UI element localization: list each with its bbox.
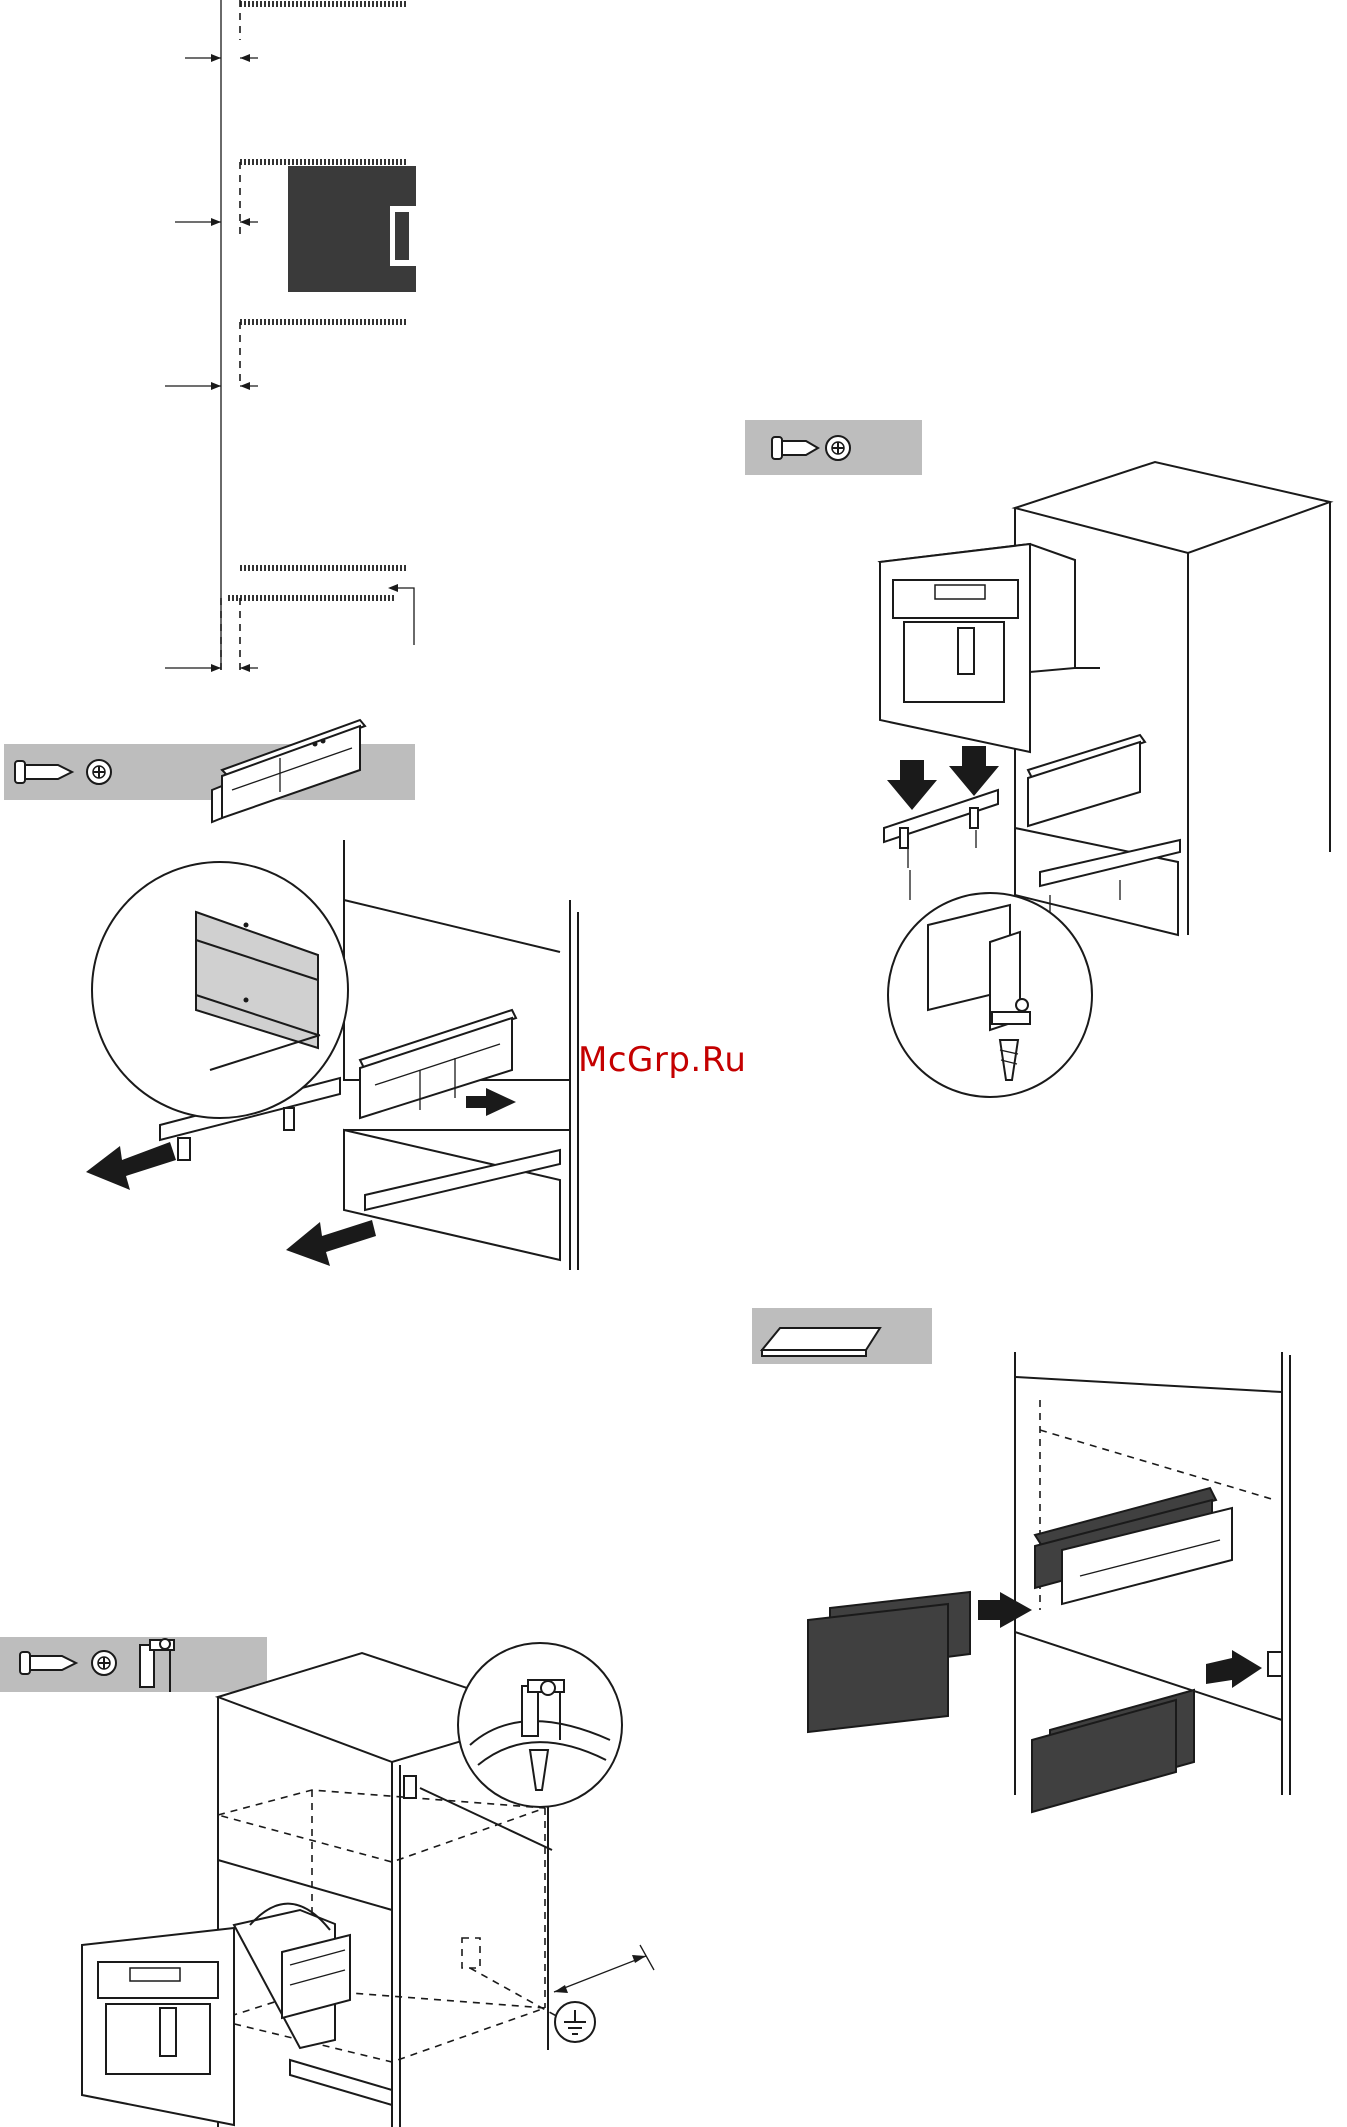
arrow-right-icon [466,1088,516,1116]
ground-symbol-icon [555,2002,595,2042]
magnifier-detail-icon [92,862,348,1118]
tool-bar-2 [745,420,922,475]
arrow-right-icon [978,1592,1262,1688]
phillips-screwdriver-icon [87,760,111,784]
tool-bar-1 [4,720,415,822]
tool-bar-4 [752,1308,932,1364]
anti-tip-installation [82,1643,654,2127]
rail-removal [86,840,578,1270]
magnifier-detail-icon [458,1643,622,1807]
clearance-detail [165,0,416,672]
watermark-text: McGrp.Ru [578,1040,746,1080]
magnifier-detail-icon [888,893,1092,1097]
phillips-screwdriver-icon [826,436,850,460]
panel-fitting [808,1352,1290,1812]
phillips-screwdriver-icon [92,1651,116,1675]
dimension-arrow-icon [165,54,414,672]
front-panel-icon [762,1328,880,1356]
arrow-left-icon [86,1142,376,1266]
appliance-fixing [880,462,1330,1097]
rail-bracket-icon [212,720,365,822]
tool-bar-3 [0,1637,267,1692]
